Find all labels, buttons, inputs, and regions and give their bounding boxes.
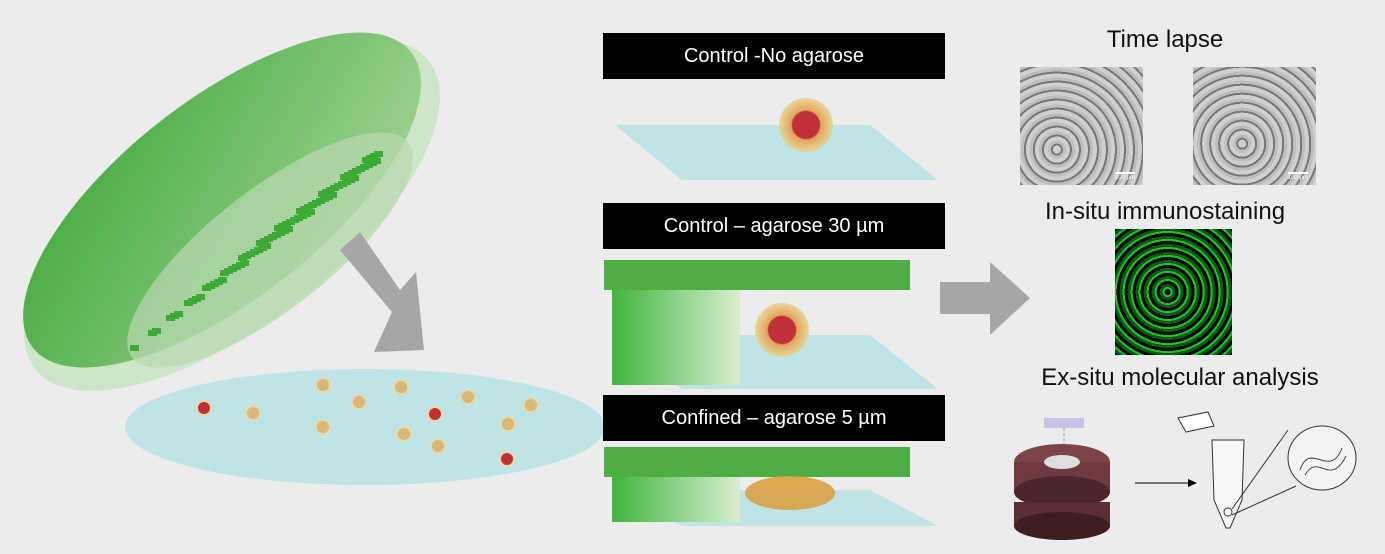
- cells: [196, 377, 539, 467]
- cell: [315, 419, 331, 435]
- micropillar: [184, 300, 193, 306]
- cell: [396, 426, 412, 442]
- cell: [427, 406, 443, 422]
- panel-label-agarose-5: Confined – agarose 5 µm: [603, 395, 945, 441]
- agarose-disc: [23, 32, 440, 391]
- micropillar: [130, 345, 139, 351]
- cell: [351, 394, 367, 410]
- cell: [499, 451, 515, 467]
- panel-label-no-agarose: Control -No agarose: [603, 33, 945, 79]
- cell: [779, 98, 833, 152]
- time-lapse-title: Time lapse: [1106, 26, 1224, 53]
- micropillar: [256, 240, 265, 246]
- micropillar: [220, 270, 229, 276]
- eppendorf-tube: [1177, 411, 1357, 529]
- flattened-cell: [745, 476, 835, 510]
- arrow-down-right-icon: [340, 232, 424, 352]
- cell: [393, 379, 409, 395]
- cell: [245, 405, 261, 421]
- cell: [315, 377, 331, 393]
- microfluidic-device: [1014, 418, 1110, 540]
- scale-bar: 100 µm: [1114, 172, 1135, 181]
- micropillar: [274, 225, 283, 231]
- micropillar: [202, 285, 211, 291]
- arrow-right-icon: [940, 262, 1030, 335]
- substrate-with-cells: [125, 369, 605, 485]
- cell: [196, 400, 212, 416]
- agarose-wall: [612, 290, 740, 385]
- cell: [523, 397, 539, 413]
- time-lapse-image-2: 100 µm: [1193, 67, 1316, 185]
- substrate: [615, 125, 938, 180]
- cell: [460, 389, 476, 405]
- micropillar: [362, 157, 371, 163]
- time-lapse-image-1: 100 µm: [1020, 67, 1143, 185]
- micropillars: [130, 151, 383, 351]
- immunostaining-image: [1115, 229, 1232, 355]
- cell: [430, 438, 446, 454]
- agarose-wall: [612, 475, 740, 522]
- immunostaining-title: In-situ immunostaining: [1044, 198, 1286, 225]
- panel-label-agarose-30: Control – agarose 30 µm: [603, 203, 945, 249]
- micropillar: [166, 315, 175, 321]
- micropillar: [318, 191, 327, 197]
- micropillar: [296, 208, 305, 214]
- scale-bar: 100 µm: [1287, 172, 1308, 181]
- cell: [755, 303, 809, 357]
- agarose-layer: [604, 260, 910, 290]
- molecular-analysis-title: Ex-situ molecular analysis: [1041, 364, 1319, 391]
- micropillar: [340, 174, 349, 180]
- micropillar: [148, 330, 157, 336]
- micropillar: [238, 255, 247, 261]
- agarose-layer: [604, 447, 910, 477]
- arrowhead-icon: [1188, 479, 1197, 487]
- cell: [500, 416, 516, 432]
